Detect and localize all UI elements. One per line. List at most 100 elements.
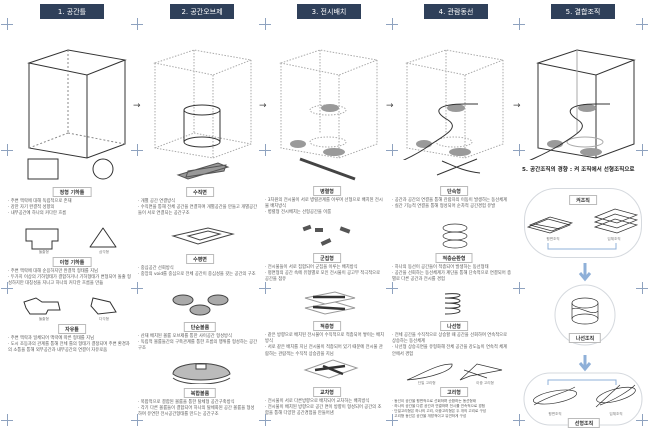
crop-mark (519, 414, 520, 426)
description-item: · 강한 자기 완결적 성향의 (8, 205, 55, 211)
free-shapes-icon (23, 297, 117, 315)
crop-mark (137, 144, 138, 156)
description-list: · 산재 배치된 볼륨 오브제를 통한 사이공간 형성방식· 독립적 볼륨들간의… (138, 334, 258, 353)
cube-frame-1 (27, 49, 127, 159)
description-list: · 개별 공간 연결방식· 수직면을 통해 전체 공간을 연결하며 개별공간을 … (138, 199, 258, 218)
description-item: · 서로 같은 배치를 지닌 전시물이 적층되어 있기 때문에 전시물 관람하는… (265, 345, 383, 357)
notch-triangle-icon (25, 227, 117, 250)
description-list: · 공간과 공간의 연결을 통해 관람자의 이동이 발생하는 동선체계· 실간 … (392, 198, 512, 210)
type-label: 병렬형 (313, 186, 341, 196)
crop-mark (519, 18, 520, 30)
type-label: 나선형 (440, 321, 468, 331)
crop-mark (392, 18, 393, 30)
description-item: · 공간과 공간의 연결을 통해 관람자의 이동이 발생하는 동선체계 (392, 198, 508, 203)
description-item: · 중앙의 void를 중심으로 전체 공간이 중심성을 갖는 공간의 구조 (138, 272, 256, 278)
vertical-planes-icon (176, 162, 230, 180)
crop-mark (265, 18, 266, 30)
step-3-header: 3. 전시배치 (297, 4, 361, 19)
description-item: · 독립적 볼륨들간의 구축관계를 통한 흐름의 행위를 형성하는 공간구조 (138, 340, 258, 352)
planar-label: 평면조직 (546, 237, 560, 241)
crop-mark (519, 144, 520, 156)
crop-mark (7, 414, 8, 426)
type-label: 자유틀 (58, 324, 86, 334)
solid-label-2: 입체조직 (609, 412, 623, 416)
type-label: 복합볼륨 (183, 388, 217, 398)
description-item: · 중심공간 선회방식 (138, 266, 174, 271)
panel-5-title: 5. 공간조직의 경향 : 켜 조직에서 선형조직으로 (522, 167, 635, 173)
cube-combined-5 (529, 49, 636, 160)
description-list: · 3차원의 전시물이 서로 병렬관계를 이루며 선형으로 배치된 전시물 배치… (265, 198, 385, 217)
description-item: · 전시물이 배치된 방향으로 공간 면이 방향이 형성되어 공간의 조합을 통… (265, 405, 382, 417)
crop-mark (392, 282, 393, 294)
crop-mark (519, 282, 520, 294)
step-5-header: 5. 결합조직 (551, 4, 615, 19)
description-list: · 주변 맥락과 일체되어 맥락에 따른 형태를 지님· 도시 조등과의 관계를… (8, 336, 132, 355)
arrow-icon: → (259, 101, 267, 111)
description-list: · 하나의 동선이 공간들이 적층되어 발생하는 동선형태· 공간을 선회하는 … (392, 265, 512, 284)
transition-arrow (547, 243, 617, 250)
crop-mark (137, 18, 138, 30)
type-label: 적층형 (313, 321, 341, 331)
description-item: · 내부공간에 하나의 커다란 흐름 (8, 211, 67, 217)
description-item: · 각기 다른 볼륨들이 결합되어 하나의 탈체화된 공간 볼륨을 형성하며 유… (138, 406, 255, 418)
layer-organization-label: 켜조직 (569, 195, 597, 205)
description-item: · 평면형의 공간 속에 유형별로 모인 전시물이 공고부 적극적으로 공간을 … (265, 271, 381, 283)
description-item: · 산재 배치된 볼륨 오브제를 통한 사이공간 형성방식 (138, 334, 232, 339)
step-4-header: 4. 관람동선 (424, 4, 488, 19)
description-item: · 나선형 상승곡면을 유형화해 전체 공간을 강도높이 연속적 체계 안에서 … (392, 345, 508, 357)
type-label: 군집형 (313, 253, 341, 263)
description-item: · 같은 방향으로 배치된 전시물이 수직적으로 적층되어 쌓이는 배치방식 (265, 333, 385, 345)
crop-mark (137, 282, 138, 294)
complex-volume-icon (172, 363, 231, 384)
crop-mark (642, 282, 643, 294)
solid-layer-icon (593, 208, 639, 234)
cube-circulation-4 (402, 49, 505, 160)
crop-mark (642, 144, 643, 156)
cube-exhibit-3 (279, 49, 379, 159)
type-label: 고리형 (440, 387, 468, 397)
shape-caption: 단일 고리형 (417, 381, 436, 385)
planar-layer-icon (526, 216, 574, 234)
description-item: · 두가지 이상의 기하형태가 결합하거나 기하형태가 변형되어 돌출 형성하지… (8, 275, 131, 287)
type-label: 적층순환형 (435, 253, 473, 263)
description-item: · 복합적으로 결합된 볼륨을 통한 탈체형 공간구축방식 (138, 400, 235, 405)
crossing-icon (303, 359, 359, 379)
crop-mark (7, 18, 8, 30)
type-label: 단순볼륨 (183, 322, 217, 332)
planar-label-2: 평면조직 (548, 412, 562, 416)
step-1-header: 1. 공간틀 (40, 4, 104, 19)
crop-mark (265, 282, 266, 294)
square-circle-icon (27, 158, 114, 180)
linear-planar-icon (532, 386, 578, 406)
type-label: 수평면 (186, 254, 214, 264)
loop-icon (406, 363, 503, 381)
description-item: · 수직면을 통해 전체 공간을 연결하며 개별공간을 만들고 개별공간들이 서… (138, 205, 258, 217)
description-list: · 전체 공간을 수직적으로 상승할 때 공간을 선회하며 연속적으로 상승하는… (392, 333, 512, 358)
type-label: 정형 기하틀 (52, 187, 92, 197)
spiral-organization-panel (554, 284, 616, 346)
linear-solid-icon (595, 384, 636, 408)
description-item: · 하나의 동선이 공간들이 적층되어 발생하는 동선형태 (392, 265, 489, 270)
description-list: · 주변 맥락에 대해 순응하지만 완결적 형태를 지님· 두가지 이상의 기하… (8, 269, 132, 288)
description-item: · 주변 맥락에 대해 독립적으로 존재 (8, 199, 72, 204)
description-item: · 단일고리형은 하나의 고리, 이중고리형은 두 개의 고리로 구성 (392, 409, 487, 413)
type-label: 이형 기하틀 (52, 257, 92, 267)
arrow-icon: → (513, 101, 521, 111)
type-label: 교차형 (313, 387, 341, 397)
type-label: 단속형 (440, 186, 468, 196)
crop-mark (642, 18, 643, 30)
spiral-icon (444, 293, 461, 315)
crop-mark (265, 414, 266, 426)
simple-volumes-icon (172, 294, 229, 316)
crop-mark (7, 282, 8, 294)
down-arrow-icon (578, 355, 592, 372)
horizontal-plane-icon (171, 227, 235, 245)
description-list: · 동선이 공간을 평면적으로 선회하며 순환하는 동선형태· 하나의 공간을 … (392, 399, 512, 419)
description-item: · 주변 맥락과 일체되어 맥락에 따른 형태를 지님 (8, 336, 95, 341)
description-item: · 도시 조등과의 관계를 통해 전체 틀의 형태가 결정되며 주변 환경과의 … (8, 342, 130, 354)
description-list: · 전시물이 서로 다른방향으로 배치되어 교차하는 배치방식· 전시물이 배치… (265, 399, 385, 418)
shape-caption: 돌출형 (38, 250, 49, 254)
layer-organization-panel (524, 188, 642, 258)
description-item: · 동선이 공간을 평면적으로 선회하며 순환하는 동선형태 (392, 399, 477, 403)
type-label: 수직면 (186, 187, 214, 197)
